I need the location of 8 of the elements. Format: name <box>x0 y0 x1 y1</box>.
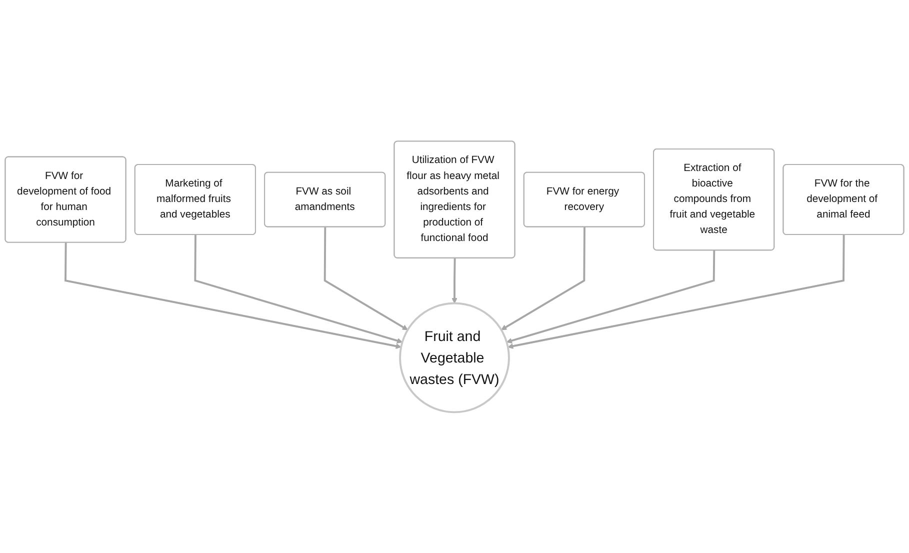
arrow <box>506 250 716 344</box>
arrow <box>64 242 402 349</box>
arrow <box>508 234 845 349</box>
arrow <box>194 234 403 344</box>
arrow <box>452 258 458 304</box>
arrow <box>501 226 586 330</box>
node-circle: Fruit and Vegetable wastes (FVW) <box>399 302 510 413</box>
arrow <box>324 226 408 330</box>
